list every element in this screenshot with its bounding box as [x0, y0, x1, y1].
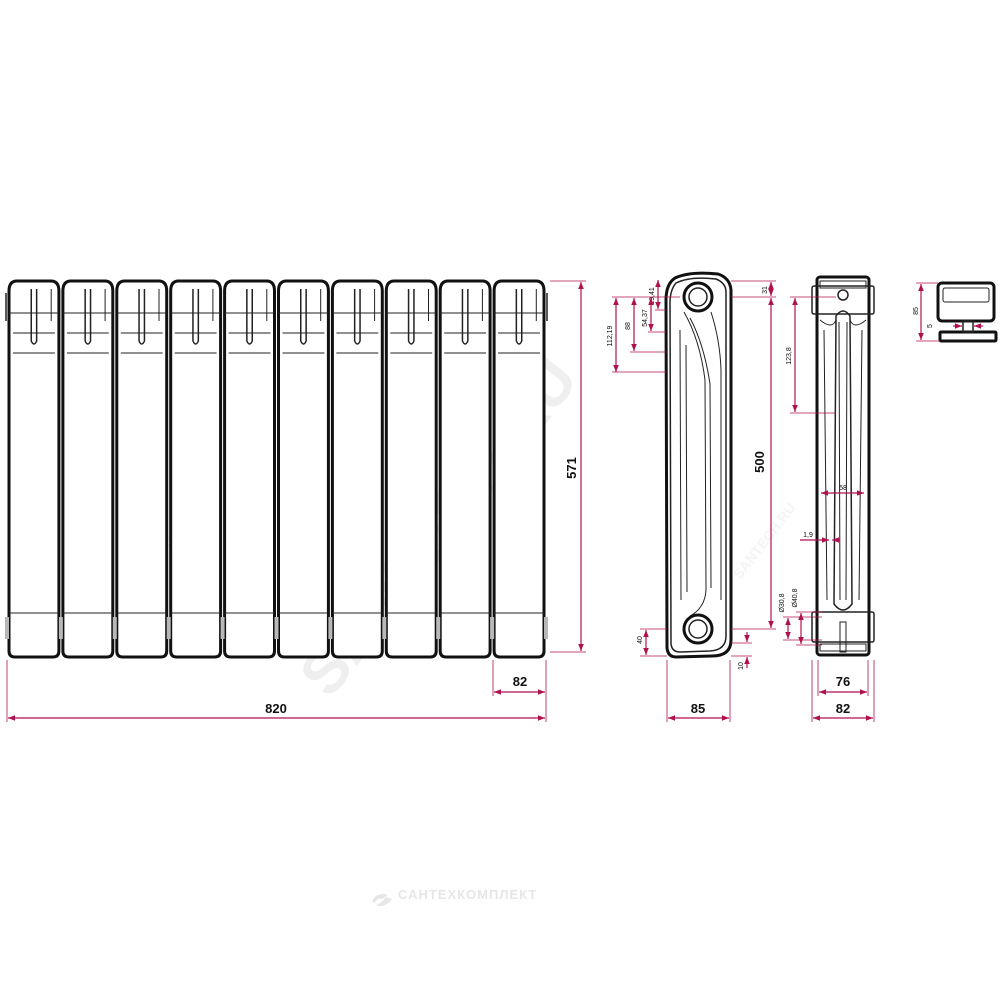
radiator-section: [5, 279, 61, 659]
dim-diameter-30-8: Ø30,8: [779, 593, 786, 612]
front-view: [5, 279, 548, 659]
radiator-section: [490, 279, 546, 659]
radiator-section: [58, 279, 115, 659]
dim-31: 31: [762, 286, 769, 294]
front-dimensions: 820 82 571: [6, 280, 586, 722]
watermark-text-small-right: SANTECH.RU: [730, 500, 799, 582]
profile-view: [936, 281, 998, 343]
radiator-section: [274, 279, 330, 659]
radiator-section: [436, 279, 492, 659]
dim-58: 58: [839, 485, 847, 492]
dim-112-19: 112,19: [607, 325, 614, 346]
side-view: [664, 271, 733, 659]
section-dimensions: 123,8 58 1,9 Ø30,8 Ø40,8 76 82: [779, 296, 875, 722]
dim-section-width: 82: [513, 674, 527, 689]
dim-outer-width: 82: [836, 701, 850, 716]
dim-center-distance: 500: [752, 451, 767, 473]
dim-depth: 85: [691, 701, 705, 716]
radiator-section: [382, 279, 438, 659]
radiator-section: [112, 279, 169, 659]
dim-88: 88: [625, 322, 632, 330]
dim-40: 40: [637, 636, 644, 644]
dim-inner-width: 76: [836, 674, 850, 689]
dim-19-41: 19,41: [649, 287, 656, 305]
section-view: [811, 275, 875, 657]
dim-1-9: 1,9: [803, 532, 813, 539]
dim-85-profile: 85: [913, 307, 920, 315]
dim-5-profile: 5: [927, 324, 934, 328]
radiator-section: [166, 279, 223, 659]
radiator-section: [328, 279, 384, 659]
side-dimensions: 19,41 54,37 88 112,19 31 500 40 10 85: [607, 280, 776, 722]
dim-height: 571: [564, 457, 579, 479]
dim-54-37: 54,37: [642, 309, 649, 327]
radiator-section: [220, 279, 276, 659]
brand-mark-icon: [372, 893, 392, 907]
brand-logo: САНТЕХКОМПЛЕКТ: [372, 887, 537, 907]
dim-10: 10: [738, 662, 745, 670]
dim-123-8: 123,8: [786, 347, 793, 365]
dim-diameter-40-8: Ø40,8: [792, 588, 799, 607]
dim-total-width: 820: [265, 701, 287, 716]
profile-dimensions: 85 5: [913, 282, 983, 342]
brand-text: САНТЕХКОМПЛЕКТ: [398, 887, 537, 902]
